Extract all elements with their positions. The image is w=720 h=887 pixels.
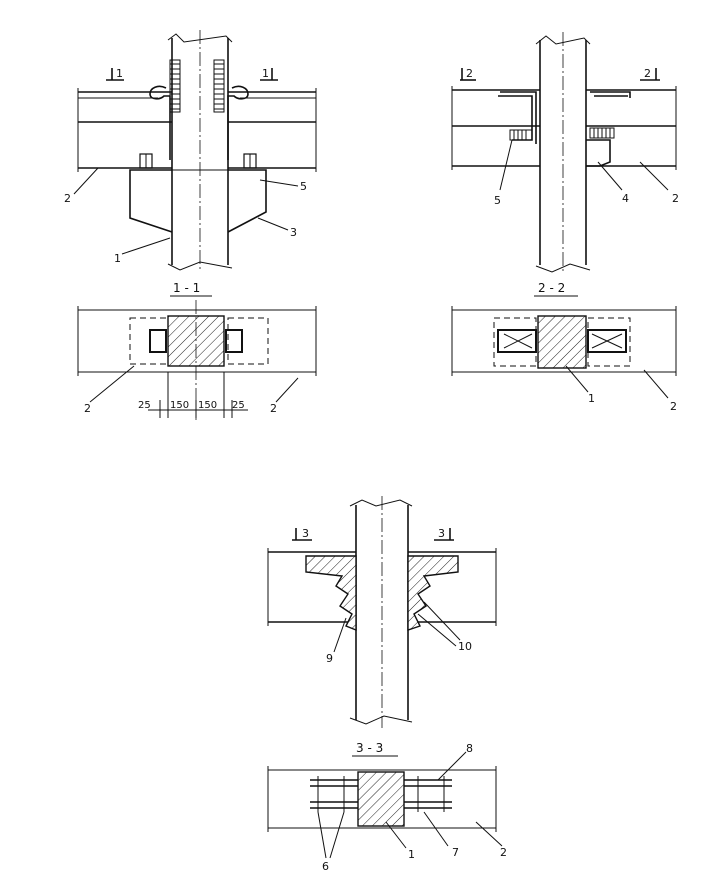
dim-25-left: 25 — [138, 400, 151, 411]
callout-1-s22: 1 — [588, 392, 595, 405]
section-1-1: 1 - 1 25 150 150 25 2 2 — [77, 281, 317, 420]
callout-3: 3 — [290, 226, 297, 239]
callout-2: 2 — [64, 192, 71, 205]
section-title-1-1: 1 - 1 — [173, 281, 200, 295]
dim-25-right: 25 — [232, 400, 245, 411]
callout-10: 10 — [458, 640, 472, 653]
cut-label-1-right: 1 — [262, 67, 269, 80]
cut-label-1-left: 1 — [116, 67, 123, 80]
cut-label-2-left: 2 — [466, 67, 473, 80]
section-title-2-2: 2 - 2 — [538, 281, 565, 295]
callout-7: 7 — [452, 846, 459, 859]
callout-9: 9 — [326, 652, 333, 665]
elevation-1: 1 1 2 1 5 3 — [64, 30, 317, 272]
callout-5-e2: 5 — [494, 194, 501, 207]
cut-label-3-left: 3 — [302, 527, 309, 540]
callout-1: 1 — [114, 252, 121, 265]
callout-2-e2: 2 — [672, 192, 679, 205]
callout-2-s11-left: 2 — [84, 402, 91, 415]
callout-1-s33: 1 — [408, 848, 415, 861]
dim-150-left: 150 — [170, 400, 189, 411]
callout-4: 4 — [622, 192, 629, 205]
elevation-3: 3 3 9 10 — [267, 496, 497, 728]
section-2-2: 2 - 2 1 2 — [451, 281, 677, 413]
callout-2-s11-right: 2 — [270, 402, 277, 415]
elevation-2: 2 2 5 4 2 — [451, 32, 679, 273]
callout-6: 6 — [322, 860, 329, 873]
section-title-3-3: 3 - 3 — [356, 741, 383, 755]
callout-2-s22: 2 — [670, 400, 677, 413]
section-3-3: 3 - 3 6 1 7 2 8 — [267, 741, 507, 873]
callout-8: 8 — [466, 742, 473, 755]
callout-5: 5 — [300, 180, 307, 193]
cut-label-2-right: 2 — [644, 67, 651, 80]
cut-label-3-right: 3 — [438, 527, 445, 540]
dim-150-right: 150 — [198, 400, 217, 411]
callout-2-s33: 2 — [500, 846, 507, 859]
